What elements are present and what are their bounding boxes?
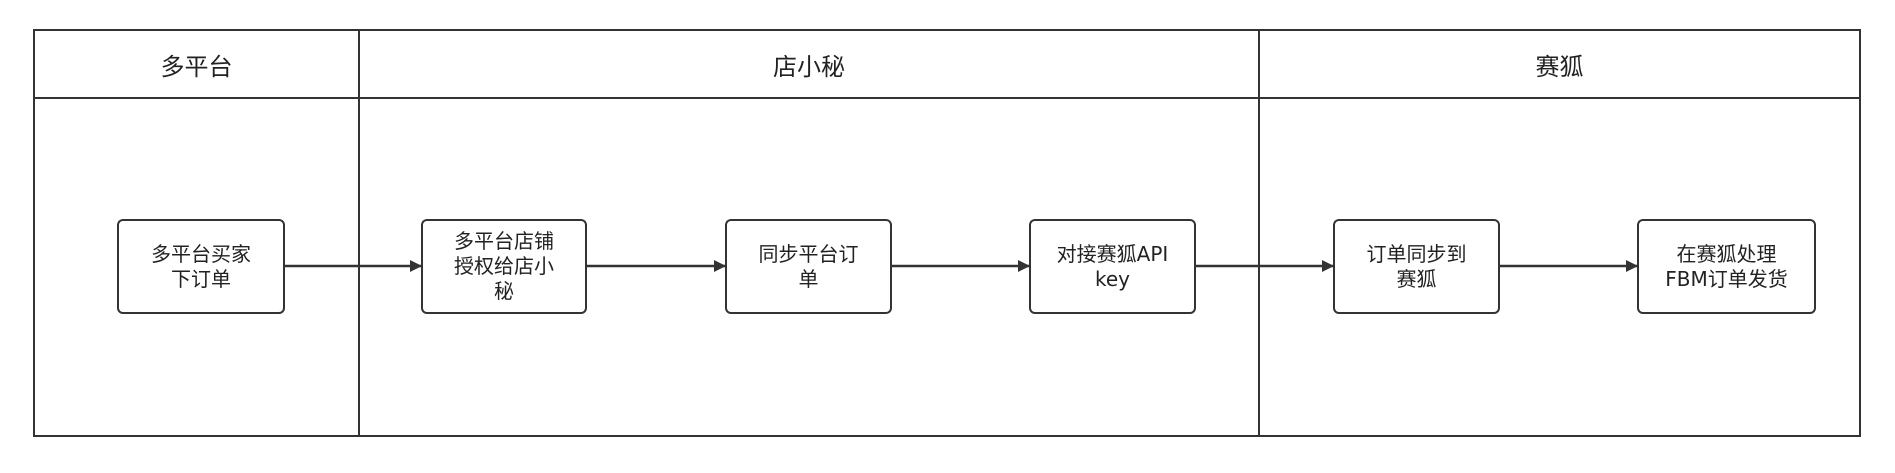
- node-authorize[interactable]: 多平台店铺 授权给店小 秘: [421, 219, 587, 314]
- lane-header-dianxiaomi: 店小秘: [360, 31, 1258, 99]
- node-api-key[interactable]: 对接赛狐API key: [1029, 219, 1196, 314]
- node-sync-orders[interactable]: 同步平台订 单: [725, 219, 892, 314]
- node-buyer-order[interactable]: 多平台买家 下订单: [117, 219, 285, 314]
- lane-header-multi-platform: 多平台: [35, 31, 358, 99]
- node-order-sync-saihu[interactable]: 订单同步到 赛狐: [1333, 219, 1500, 314]
- node-fbm-ship[interactable]: 在赛狐处理 FBM订单发货: [1637, 219, 1816, 314]
- lane-header-saihu: 赛狐: [1260, 31, 1859, 99]
